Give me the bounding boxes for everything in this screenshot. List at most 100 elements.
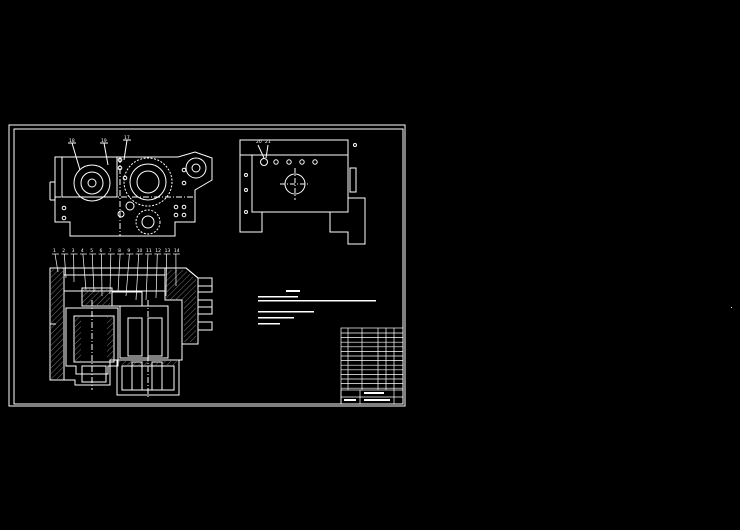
section-slide: [111, 291, 143, 307]
title-text-bar: [364, 399, 390, 401]
hatch-left-wall: [51, 269, 63, 379]
technical-notes: [258, 290, 376, 325]
callout-label-19: 19: [101, 138, 107, 144]
plan-bolt: [181, 180, 187, 186]
callout-label-1: 1: [53, 248, 56, 254]
hatch-drive-top: [118, 361, 178, 365]
plan-view: [49, 139, 213, 237]
plan-pin-1: [125, 201, 135, 211]
plan-body-outline: [54, 151, 213, 237]
callout-leader: [257, 144, 265, 159]
callout-leader: [145, 253, 149, 301]
callout-label-18: 18: [69, 138, 75, 144]
callout-label-10: 10: [137, 248, 143, 254]
callout-label-4: 4: [81, 248, 84, 254]
callout-label-9: 9: [127, 248, 130, 254]
side-handle: [349, 167, 357, 193]
plan-bore-left-mid: [80, 171, 104, 195]
callout-leader: [117, 253, 121, 293]
callout-label-12: 12: [155, 248, 161, 254]
section-top-plate: [63, 274, 166, 292]
callout-label-17: 17: [124, 135, 130, 141]
notes-line-5: [258, 323, 280, 325]
section-chuck: [81, 365, 107, 383]
side-hole: [299, 159, 305, 165]
plan-bore-left-outer: [73, 164, 111, 202]
callout-leader: [125, 253, 130, 297]
side-hole: [312, 159, 318, 165]
plan-pin-2: [117, 210, 125, 218]
side-hole: [273, 159, 279, 165]
callout-leader: [71, 142, 81, 171]
section-spindle-inner: [73, 315, 115, 363]
callout-leader: [63, 253, 67, 279]
callout-label-5: 5: [90, 248, 93, 254]
plan-bolt: [181, 167, 187, 173]
title-block: [340, 327, 404, 405]
plan-bolt: [122, 175, 128, 181]
stray-point: [731, 307, 732, 308]
side-hole-small: [353, 143, 357, 147]
side-view: [239, 139, 366, 245]
side-hole-small: [244, 188, 248, 192]
hatch-clamp: [82, 289, 110, 305]
inner-border: [13, 128, 404, 405]
section-spindle: [65, 307, 119, 375]
plan-bolt: [181, 204, 187, 210]
title-text-bar: [344, 399, 356, 401]
section-outline: [49, 267, 213, 386]
section-gear-right: [147, 317, 163, 357]
notes-line-4: [258, 317, 294, 319]
callout-leader: [135, 253, 140, 301]
plan-bolt: [61, 215, 67, 221]
callout-leader: [123, 139, 128, 161]
title-text-bar: [364, 392, 384, 394]
title-block-fill: [344, 392, 390, 401]
hatch-spindle-right: [107, 317, 113, 361]
callout-label-20: 20: [256, 139, 262, 145]
callout-label-8: 8: [118, 248, 121, 254]
callout-leader: [91, 253, 95, 293]
side-callout-labels: 20 21: [256, 139, 271, 145]
plan-cam: [185, 157, 207, 179]
side-hole-small: [244, 210, 248, 214]
callout-leader: [82, 253, 87, 291]
callout-leader: [103, 142, 109, 166]
plan-bolt: [61, 205, 67, 211]
hatch-right-wall: [166, 270, 196, 342]
callout-label-2: 2: [62, 248, 65, 254]
notes-line-1: [258, 296, 298, 298]
hatch-spindle-left: [75, 317, 81, 361]
plan-bolt: [181, 212, 187, 218]
plan-bolt: [173, 204, 179, 210]
sheet-frame: [8, 124, 406, 407]
notes-line-2: [258, 300, 376, 302]
side-body-outline: [239, 139, 366, 245]
plan-gear-center-teeth: [123, 157, 173, 207]
callout-label-6: 6: [100, 248, 103, 254]
plan-gear-lower-hub: [141, 215, 155, 229]
outer-border: [8, 124, 406, 407]
plan-gear-center-hub: [136, 170, 160, 194]
side-hole-small: [244, 173, 248, 177]
notes-line-3: [258, 311, 314, 313]
plan-cam-hub: [191, 163, 201, 173]
plan-gear-center: [129, 163, 167, 201]
plan-bore-left-inner: [87, 178, 97, 188]
section-gear-housing: [119, 305, 169, 359]
section-gear-left: [127, 317, 143, 357]
section-view: [49, 267, 213, 398]
section-hatching: [51, 269, 196, 379]
callout-label-21: 21: [265, 139, 271, 145]
parts-list-rows: [341, 332, 403, 389]
callout-leader: [101, 253, 103, 297]
callout-leader: [54, 253, 59, 273]
callout-leader: [165, 253, 167, 297]
callout-leader: [109, 253, 112, 295]
plan-callout-labels: 18 19 17: [69, 135, 130, 144]
plan-left-tab: [49, 181, 55, 201]
side-hole-large: [260, 158, 268, 166]
